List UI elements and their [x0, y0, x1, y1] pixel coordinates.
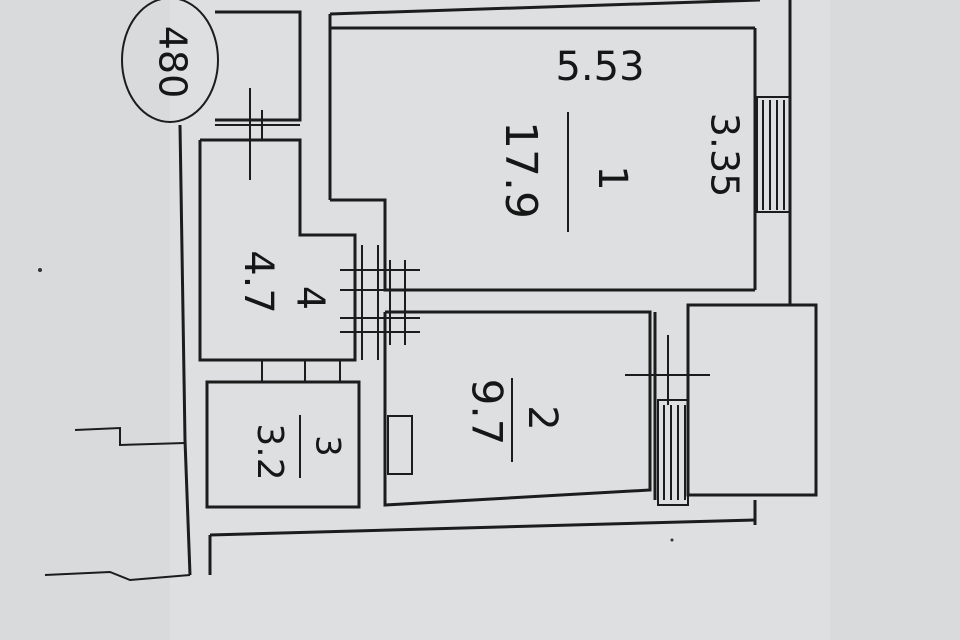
room-1-label: 1 17.9 — [495, 112, 635, 232]
door-marks-center — [340, 245, 420, 360]
pencil-dot — [670, 538, 674, 542]
room-3-area: 3.2 — [249, 423, 290, 480]
room-1-number: 1 — [589, 165, 635, 190]
stamp-number: 480 — [151, 26, 195, 99]
dimension-width: 5.53 — [555, 44, 644, 90]
room-2-area: 9.7 — [463, 379, 512, 446]
room-2-number: 2 — [519, 405, 565, 430]
pencil-dot — [38, 268, 42, 272]
outer-walls — [44, 0, 792, 582]
room-4-label: 4 4.7 — [235, 250, 333, 314]
room-4-outline — [198, 138, 357, 362]
room-1-outline — [330, 26, 755, 292]
inventory-stamp: 480 — [121, 0, 219, 123]
door-marks-top — [215, 88, 300, 180]
room-3-label: 3 3.2 — [249, 415, 348, 481]
window-room-1 — [756, 96, 791, 213]
room-2-label: 2 9.7 — [463, 378, 565, 462]
room-3-outline — [205, 360, 361, 509]
room-3-number: 3 — [308, 435, 348, 457]
room-1-area: 17.9 — [495, 121, 546, 219]
room-2-outline — [383, 310, 652, 507]
paper-highlight — [170, 0, 830, 640]
built-in-closet — [387, 415, 413, 475]
dimension-depth: 3.35 — [703, 113, 747, 198]
balcony — [686, 303, 818, 497]
room-4-area: 4.7 — [235, 250, 281, 314]
room-4-number: 4 — [289, 286, 333, 310]
